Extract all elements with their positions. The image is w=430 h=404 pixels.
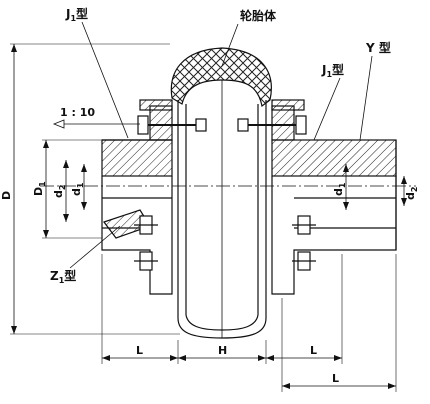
dim-d2-right: d2 [404, 187, 419, 200]
label-y-type: Y 型 [365, 40, 391, 55]
label-j1-left: J1型 [65, 6, 88, 23]
label-j1-right: J1型 [321, 62, 344, 79]
right-hub-body [271, 139, 397, 177]
dim-l-left: L [136, 344, 143, 357]
label-z1: Z1型 [50, 268, 76, 285]
dim-l-bottom: L [332, 372, 339, 385]
right-flange [271, 105, 295, 141]
label-taper: 1 : 10 [60, 106, 95, 119]
tire-rubber [170, 47, 272, 108]
bottom-left-bolts [134, 215, 158, 271]
dimension-arrows [11, 44, 407, 389]
left-hub-body [101, 139, 173, 177]
dim-d2-left: d2 [52, 185, 67, 198]
dim-d1-right: d1 [332, 182, 347, 196]
bottom-right-bolts [292, 215, 316, 271]
left-flange [149, 105, 173, 141]
dim-d1-left: d1 [70, 182, 85, 196]
dim-d-outer: D [0, 191, 13, 200]
top-right-bolt [237, 115, 307, 135]
dim-l-mid: L [310, 344, 317, 357]
dim-d1-flange: D1 [32, 181, 47, 196]
top-left-bolt [137, 115, 207, 135]
label-tire-body: 轮胎体 [240, 8, 277, 23]
dim-h: H [218, 344, 227, 357]
